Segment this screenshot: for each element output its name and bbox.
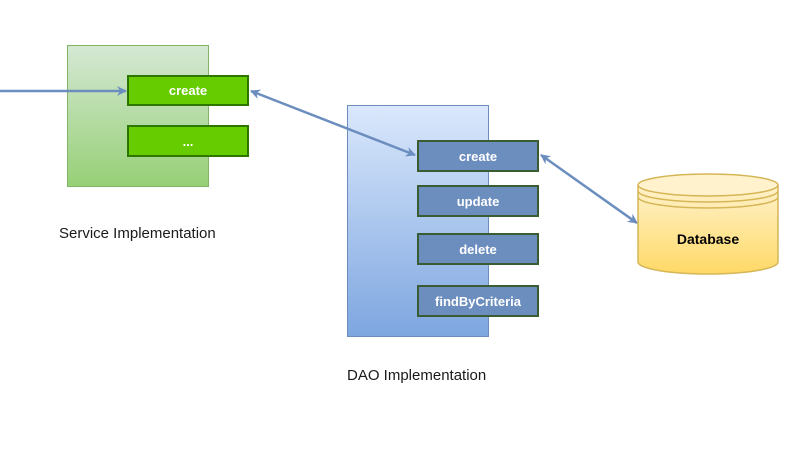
dao-find-by-criteria-method[interactable]: findByCriteria (417, 285, 539, 317)
database-cylinder[interactable] (637, 173, 779, 275)
service-more-methods[interactable]: ... (127, 125, 249, 157)
database-label: Database (676, 231, 740, 247)
service-create-method[interactable]: create (127, 75, 249, 106)
service-to-dao-connector (250, 89, 416, 157)
dao-implementation-label: DAO Implementation (347, 367, 487, 384)
dao-create-method[interactable]: create (417, 140, 539, 172)
dao-update-method[interactable]: update (417, 185, 539, 217)
service-implementation-label: Service Implementation (59, 225, 216, 242)
dao-delete-method[interactable]: delete (417, 233, 539, 265)
service-implementation-container (67, 45, 209, 187)
dao-to-database-connector (540, 153, 638, 225)
